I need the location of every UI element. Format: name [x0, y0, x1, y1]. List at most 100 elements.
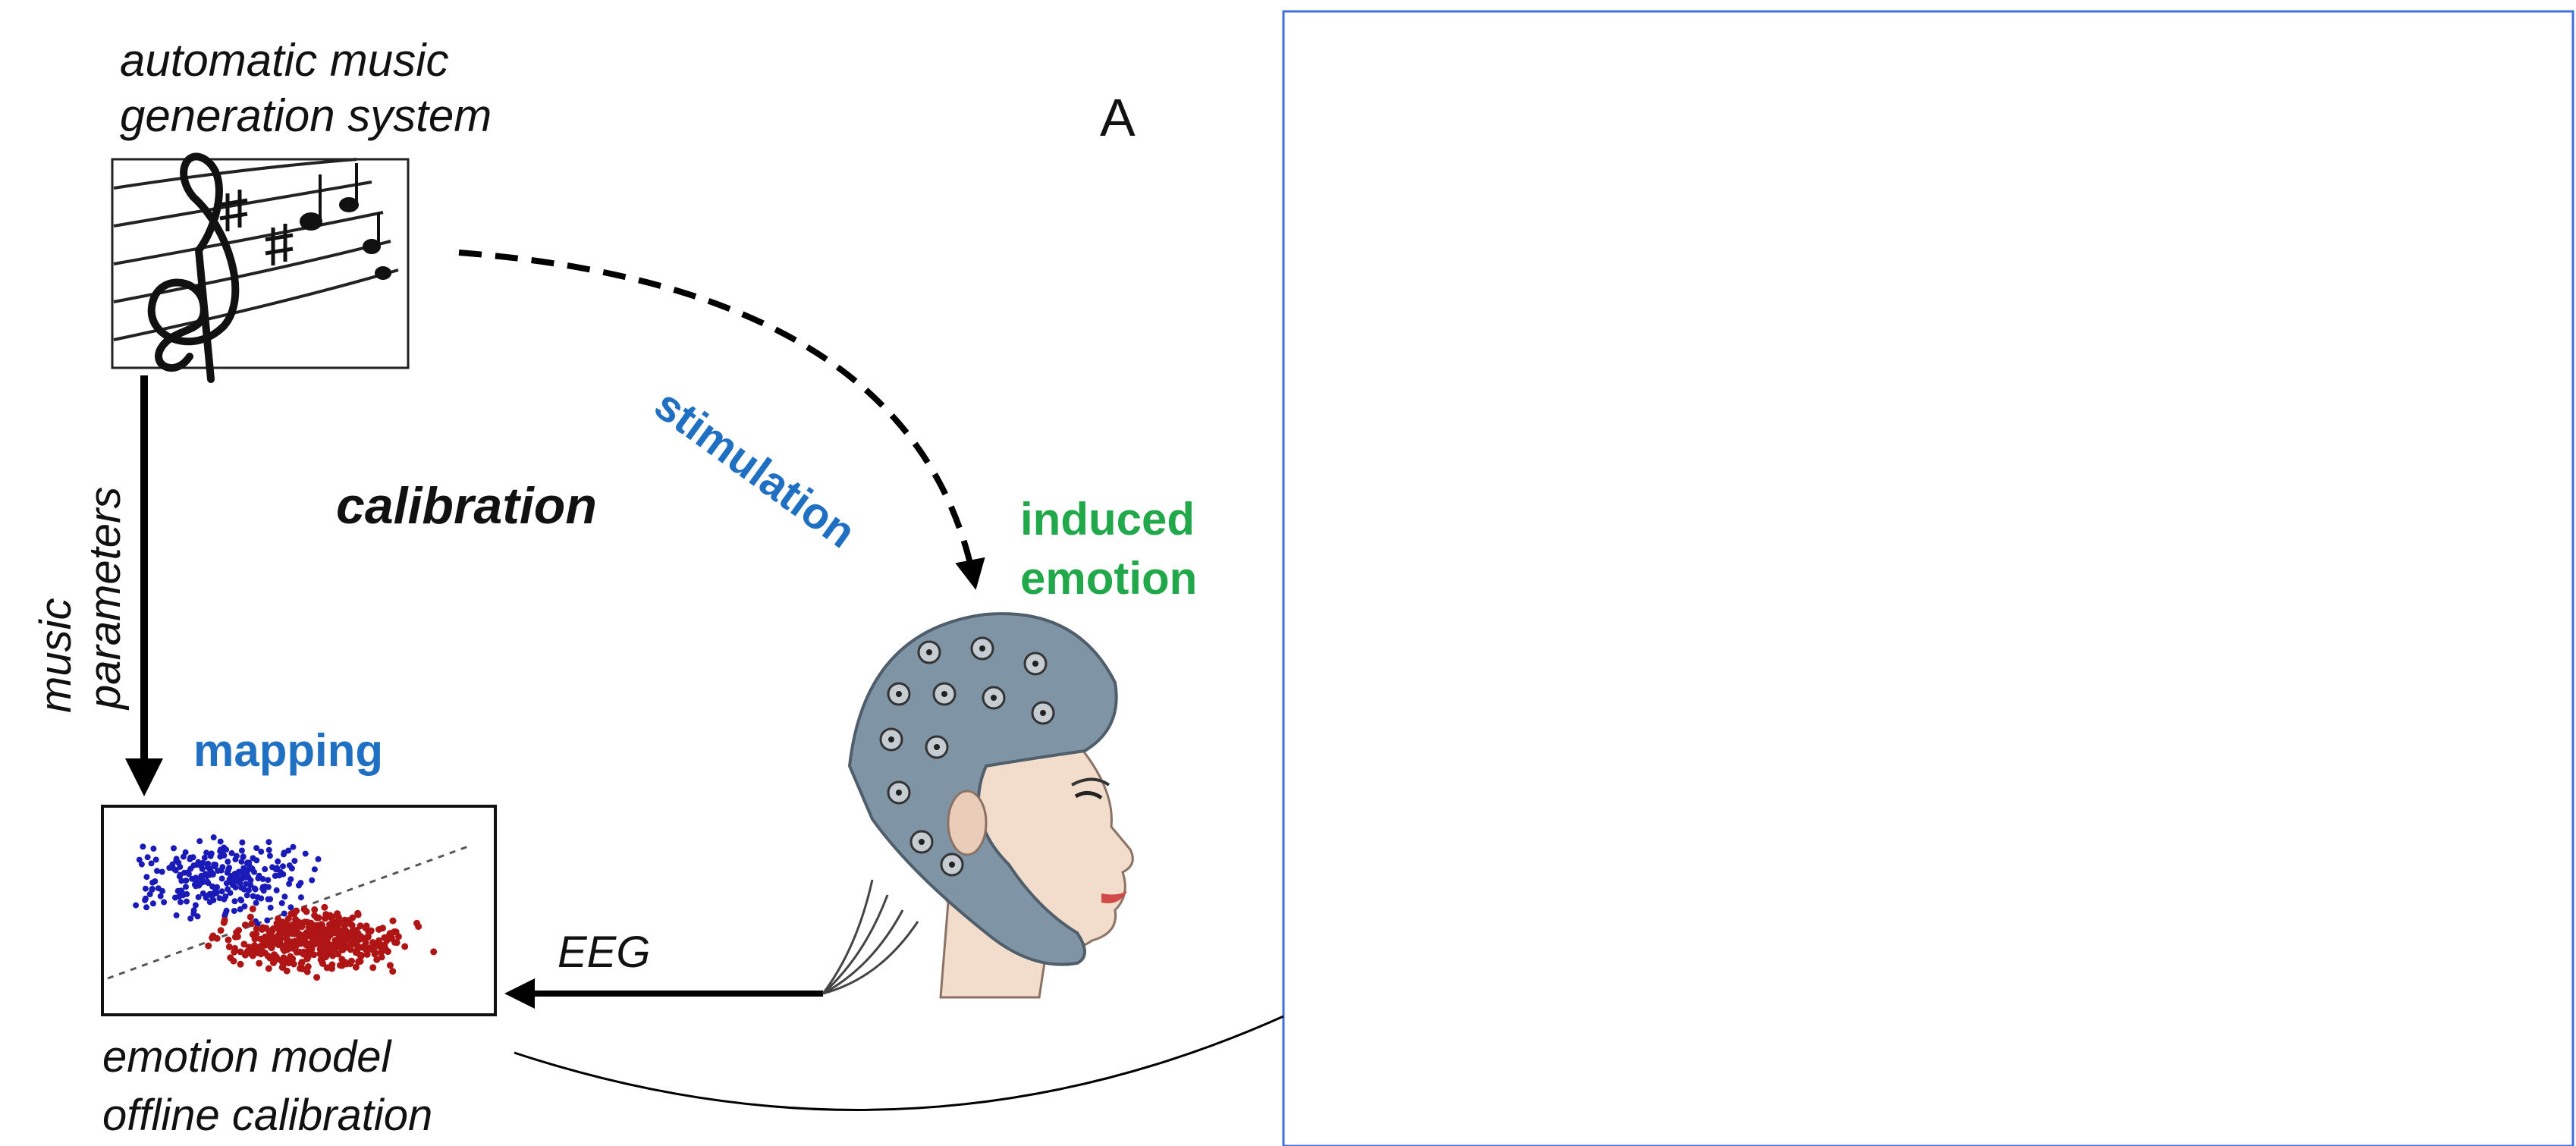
scatter-point-red — [415, 923, 422, 930]
emotion-model-line1: emotion model — [102, 1031, 391, 1082]
scatter-point-blue — [229, 850, 235, 856]
scatter-point-red — [387, 962, 394, 969]
scatter-point-blue — [150, 900, 156, 906]
scatter-point-red — [317, 951, 324, 958]
scatter-point-red — [264, 937, 271, 944]
scatter-point-red — [313, 915, 320, 922]
scatter-point-red — [292, 938, 299, 945]
scatter-point-red — [269, 928, 276, 934]
eeg-label: EEG — [558, 927, 651, 978]
scatter-point-red — [357, 952, 363, 959]
scatter-point-blue — [181, 854, 187, 860]
scatter-point-red — [393, 928, 400, 935]
scatter-point-red — [335, 951, 341, 958]
scatter-point-red — [289, 931, 296, 937]
scatter-point-blue — [212, 863, 218, 869]
mapping-label: mapping — [193, 724, 383, 777]
scatter-point-blue — [274, 887, 280, 893]
scatter-point-red — [401, 943, 408, 950]
scatter-point-blue — [219, 875, 225, 881]
scatter-point-red — [227, 954, 234, 961]
scatter-point-blue — [232, 856, 238, 862]
scatter-point-blue — [139, 862, 145, 868]
panel-letter: A — [1100, 87, 1136, 148]
scatter-point-red — [364, 951, 371, 958]
scatter-point-blue — [218, 868, 225, 874]
scatter-point-red — [321, 933, 328, 940]
scatter-point-blue — [191, 907, 197, 913]
scatter-point-blue — [265, 839, 272, 845]
scatter-point-red — [353, 964, 360, 971]
music-parameters-line2: parameters — [80, 487, 130, 709]
scatter-point-red — [303, 929, 309, 936]
scatter-point-blue — [237, 880, 243, 886]
calibration-label: calibration — [336, 476, 597, 535]
scatter-point-blue — [195, 913, 201, 919]
scatter-point-blue — [210, 897, 216, 903]
scatter-point-blue — [252, 886, 258, 892]
scatter-point-red — [313, 924, 320, 931]
scatter-point-blue — [228, 890, 234, 896]
scatter-point-red — [233, 929, 240, 936]
scatter-point-red — [248, 920, 255, 927]
scatter-point-blue — [296, 883, 302, 889]
scatter-point-blue — [217, 895, 223, 901]
scatter-point-red — [265, 965, 272, 972]
scatter-point-blue — [171, 845, 177, 851]
scatter-point-blue — [218, 839, 224, 845]
scatter-point-blue — [200, 890, 206, 896]
scatter-point-blue — [303, 851, 309, 857]
scatter-point-blue — [184, 899, 190, 905]
scatter-point-red — [205, 943, 212, 950]
scatter-point-blue — [253, 845, 259, 851]
scatter-point-blue — [242, 903, 248, 909]
scatter-point-blue — [142, 897, 148, 903]
scatter-point-red — [328, 913, 335, 920]
scatter-point-blue — [258, 896, 264, 902]
scatter-point-blue — [149, 880, 156, 886]
scatter-point-red — [365, 934, 372, 940]
scatter-point-red — [391, 939, 398, 946]
scatter-point-blue — [183, 884, 189, 890]
scatter-point-blue — [275, 859, 281, 865]
scatter-point-blue — [253, 900, 259, 906]
scatter-point-red — [250, 931, 256, 938]
scatter-point-blue — [239, 840, 245, 846]
scatter-point-red — [357, 958, 364, 965]
scatter-point-red — [247, 950, 254, 957]
bottom-arc — [514, 1016, 1283, 1110]
scatter-point-red — [340, 937, 347, 943]
scatter-point-blue — [175, 888, 181, 894]
scatter-point-blue — [204, 878, 210, 884]
induced-emotion-line2: emotion — [1020, 552, 1197, 604]
scatter-point-red — [322, 911, 329, 918]
scatter-point-red — [283, 941, 290, 948]
scatter-point-blue — [250, 856, 256, 862]
scatter-point-blue — [265, 877, 271, 883]
scatter-point-blue — [239, 848, 245, 854]
scatter-point-red — [331, 944, 338, 951]
scatter-point-red — [319, 960, 326, 967]
scatter-point-blue — [233, 884, 239, 890]
scatter-point-blue — [260, 876, 266, 882]
scatter-point-blue — [291, 858, 297, 864]
scatter-point-blue — [190, 862, 196, 868]
scatter-point-red — [321, 904, 328, 911]
scatter-point-red — [250, 906, 256, 912]
scatter-point-blue — [196, 838, 203, 844]
music-parameters-line1: music — [30, 598, 81, 713]
scatter-point-blue — [192, 881, 198, 887]
scatter-point-blue — [187, 856, 193, 862]
scatter-point-red — [278, 935, 284, 942]
scatter-point-blue — [200, 860, 206, 866]
scatter-point-blue — [219, 849, 225, 856]
scatter-point-blue — [298, 894, 304, 900]
scatter-point-red — [237, 949, 244, 956]
scatter-point-red — [372, 950, 379, 957]
scatter-point-red — [353, 942, 360, 949]
scatter-point-blue — [240, 854, 247, 860]
scatter-point-red — [237, 961, 244, 968]
scatter-point-blue — [219, 888, 225, 894]
scatter-point-red — [269, 943, 275, 950]
